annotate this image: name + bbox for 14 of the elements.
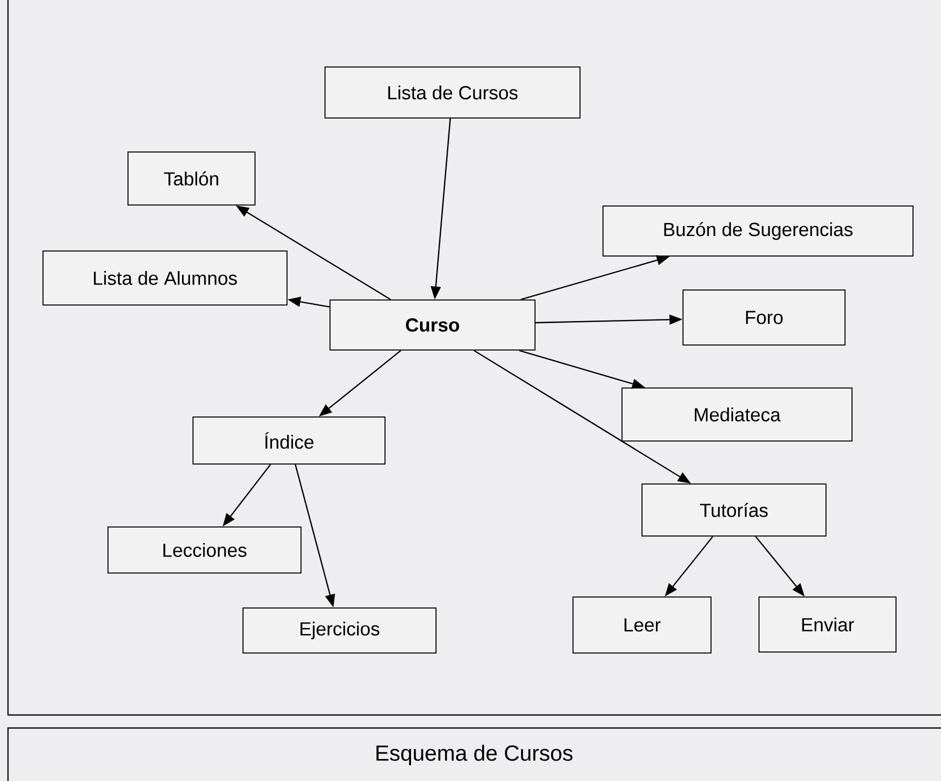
box: Leer bbox=[572, 596, 712, 654]
box: Enviar bbox=[758, 596, 896, 652]
box: Curso bbox=[330, 300, 536, 350]
box: Lista de Cursos bbox=[324, 66, 580, 118]
box: Ejercicios bbox=[242, 608, 436, 654]
box: Tutorías bbox=[642, 484, 826, 536]
box: Lecciones bbox=[108, 526, 302, 574]
box: Buzón de Sugerencias bbox=[602, 206, 914, 256]
box: Mediateca bbox=[622, 388, 852, 442]
box: Lista de Alumnos bbox=[42, 250, 288, 306]
box: Índice bbox=[192, 416, 386, 464]
box: Foro bbox=[682, 290, 846, 346]
box: Tablón bbox=[128, 152, 256, 206]
caption-box: Esquema de Cursos bbox=[7, 727, 941, 781]
